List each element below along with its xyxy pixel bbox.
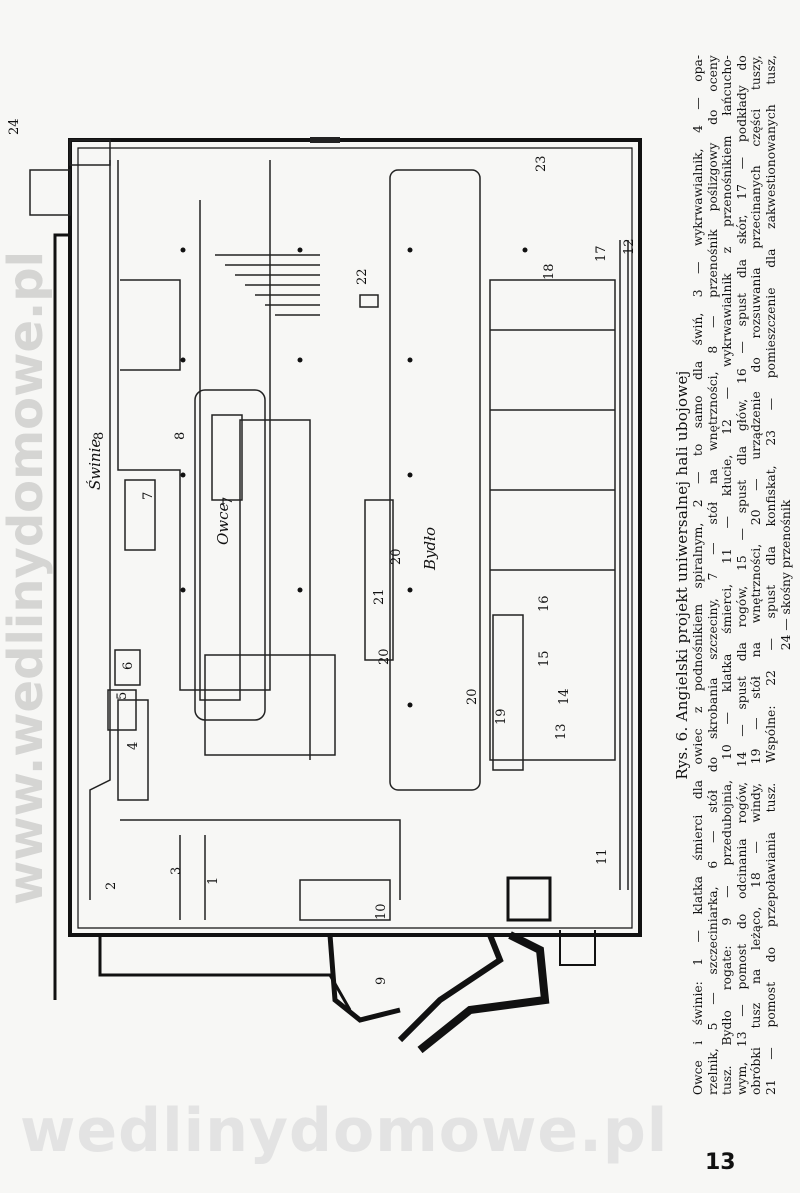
label-21: 21: [372, 588, 387, 605]
label-9: 9: [374, 977, 389, 985]
label-14: 14: [557, 688, 572, 705]
label-7: 7: [221, 497, 236, 505]
label-8: 8: [173, 432, 188, 440]
label-2: 2: [104, 882, 119, 890]
figure-labels: Świnie Owce Bydło 1 2 3 4 5 6 7 7 8 8 9 …: [7, 118, 637, 985]
label-1: 1: [206, 877, 221, 885]
label-23: 23: [534, 155, 549, 172]
label-cattle: Bydło: [421, 527, 439, 571]
label-10: 10: [374, 903, 389, 920]
caption-title: Rys. 6. Angielski projekt uniwersalnej h…: [673, 370, 691, 780]
label-22: 22: [355, 268, 370, 285]
label-5: 5: [115, 692, 130, 700]
label-20: 20: [465, 688, 480, 705]
label-sheep: Owce: [214, 502, 232, 545]
label-20: 20: [389, 548, 404, 565]
label-20: 20: [377, 648, 392, 665]
label-7: 7: [141, 492, 156, 500]
label-6: 6: [121, 662, 136, 670]
conveyor-lines: [29, 137, 629, 921]
label-15: 15: [537, 650, 552, 667]
figure-caption: Rys. 6. Angielski projekt uniwersalnej h…: [673, 55, 800, 1095]
label-19: 19: [494, 708, 509, 725]
label-18: 18: [542, 263, 557, 280]
label-11: 11: [595, 848, 610, 865]
label-3: 3: [169, 867, 184, 875]
label-13: 13: [554, 723, 569, 740]
label-4: 4: [126, 742, 141, 750]
label-8: 8: [92, 432, 107, 440]
label-17: 17: [594, 245, 609, 262]
label-12: 12: [622, 238, 637, 255]
page-number: 13: [705, 1150, 736, 1175]
label-16: 16: [537, 595, 552, 612]
column-dots: [180, 247, 528, 708]
label-pigs: Świnie: [86, 439, 104, 490]
building-walls: [53, 138, 642, 1054]
label-24: 24: [7, 118, 22, 135]
caption-line: 24 — skośny przenośnik: [778, 499, 793, 651]
